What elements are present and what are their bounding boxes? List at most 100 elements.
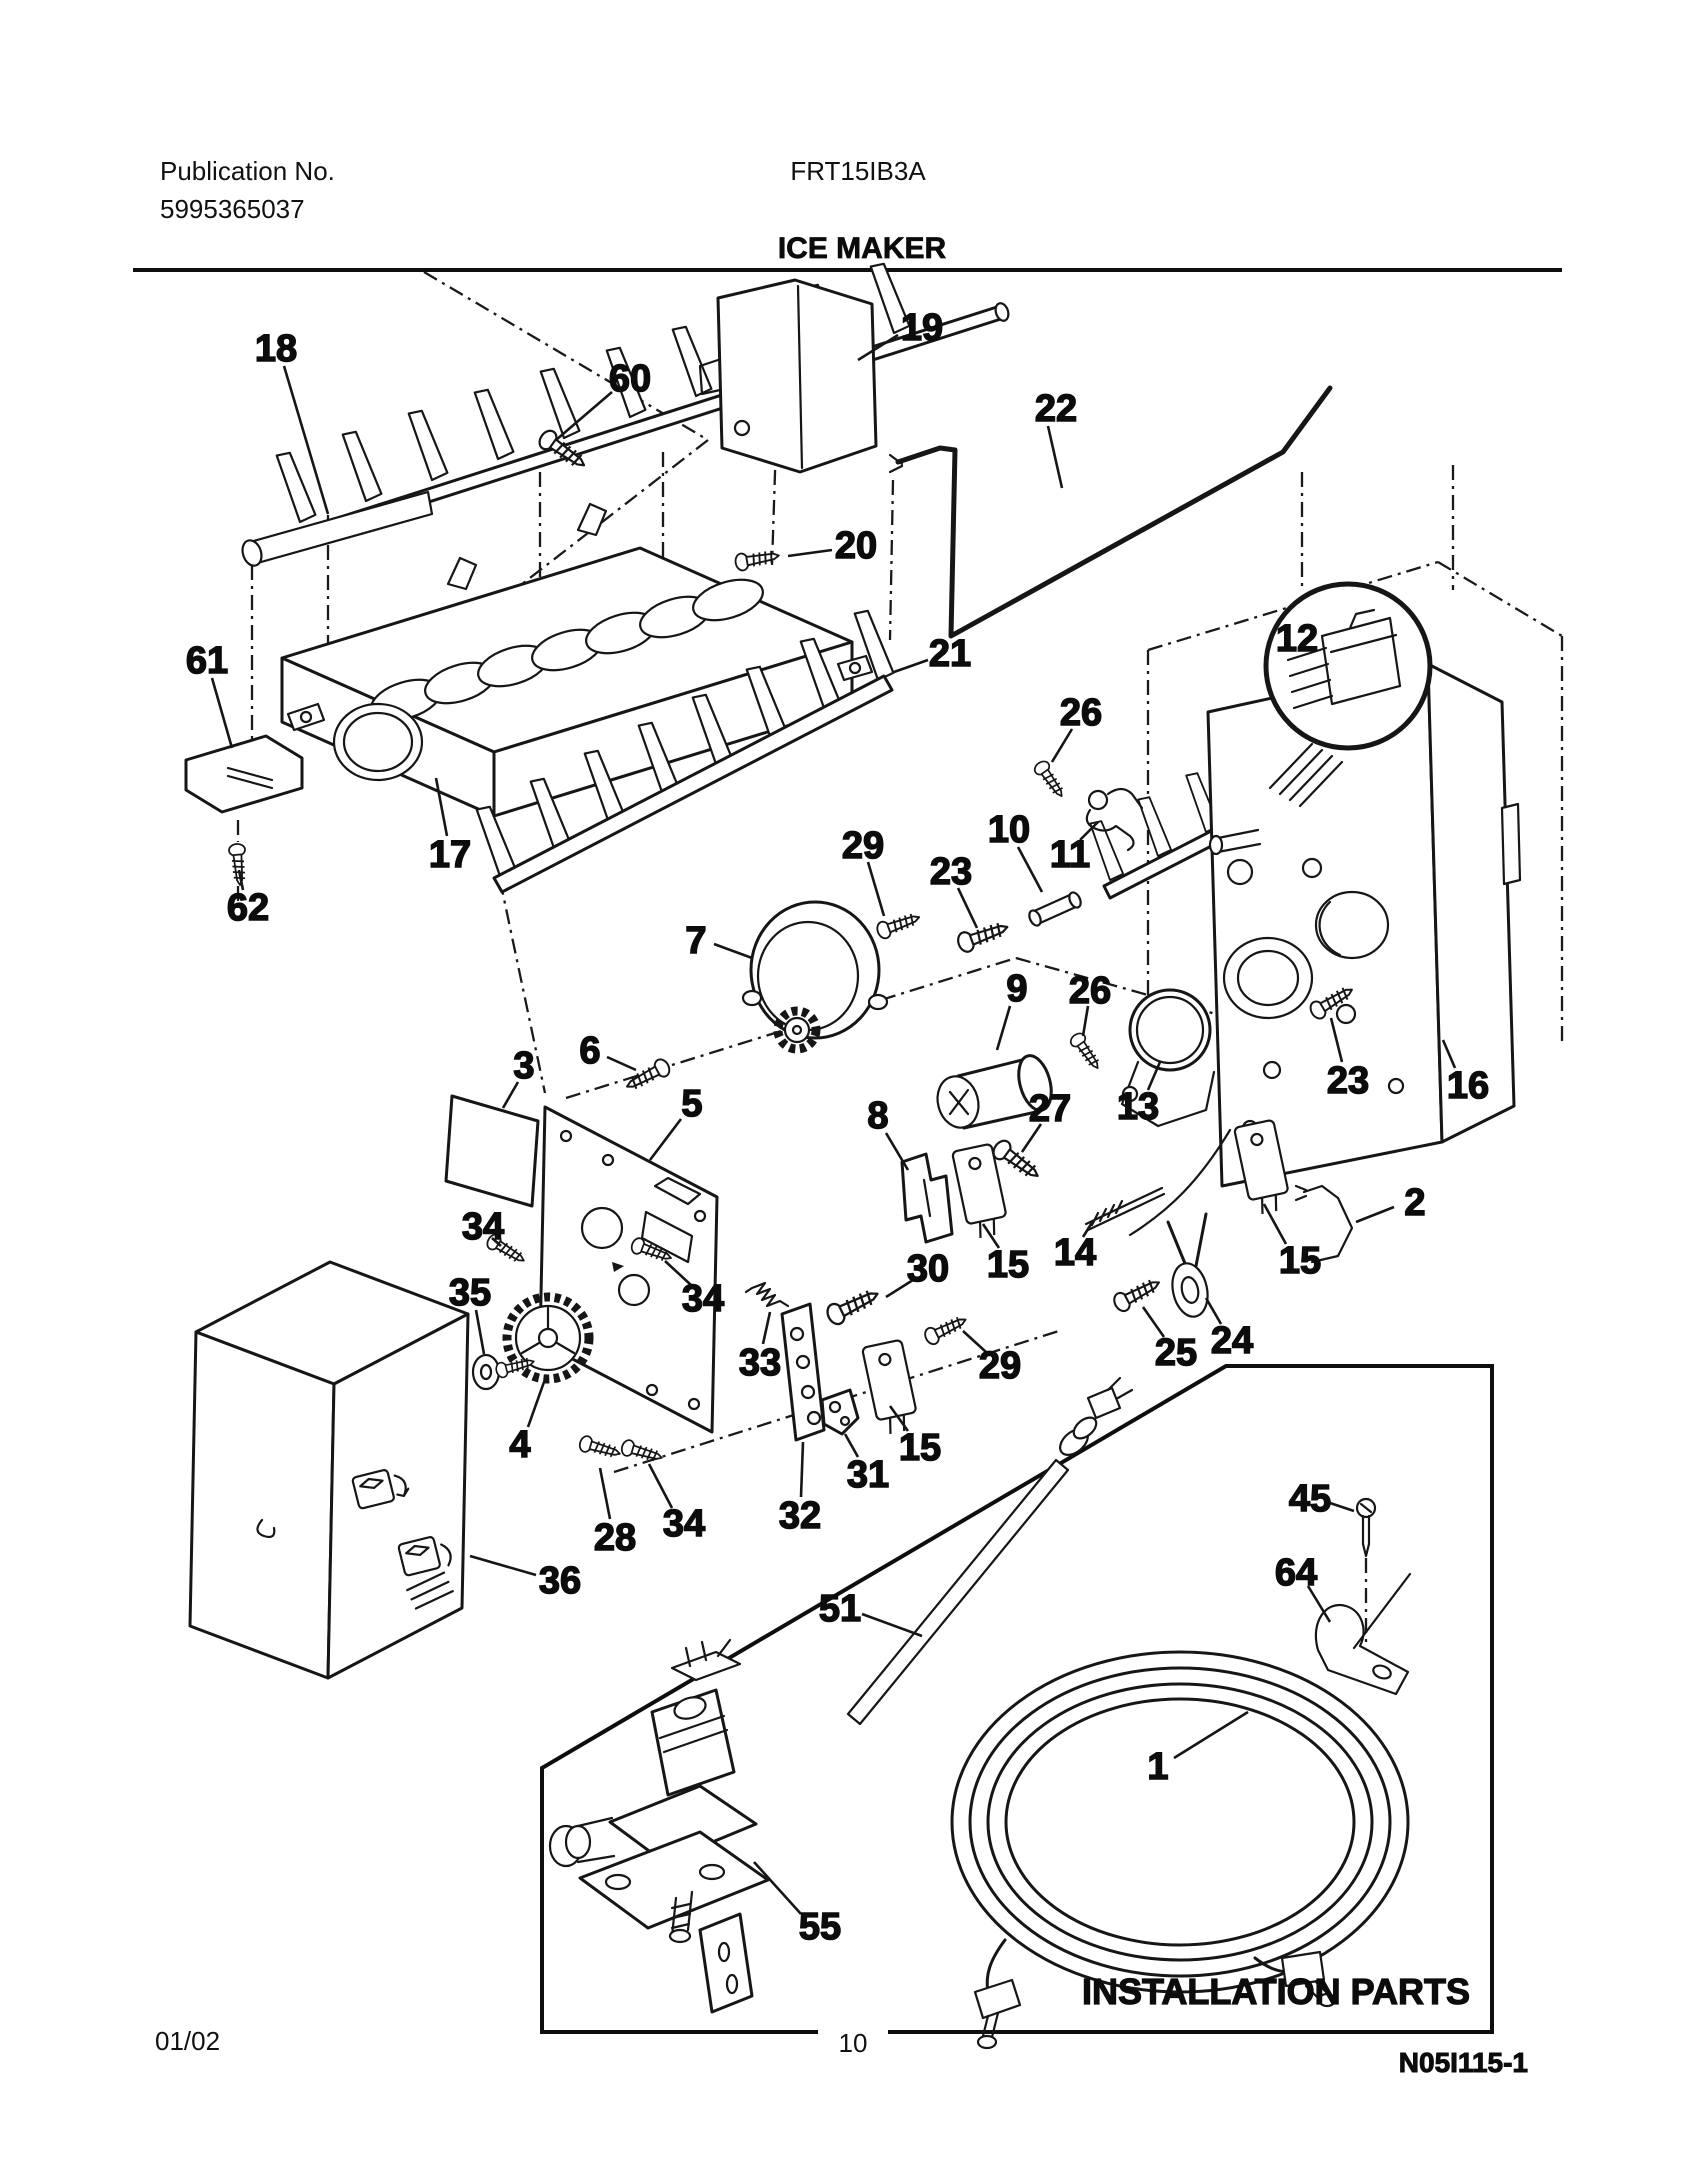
callout-19: 19 bbox=[901, 307, 943, 349]
callout-leader-24 bbox=[1204, 1297, 1223, 1325]
callout-leader-13 bbox=[1146, 1061, 1162, 1091]
part-9-solenoid bbox=[936, 1054, 1053, 1130]
callout-2: 2 bbox=[1404, 1182, 1425, 1224]
part-30-screw bbox=[823, 1283, 884, 1329]
alignment-guides bbox=[236, 271, 1564, 1645]
callout-62: 62 bbox=[227, 887, 269, 929]
part-28-screw bbox=[577, 1433, 623, 1463]
callout-leader-45 bbox=[1329, 1501, 1355, 1513]
callout-leader-35 bbox=[474, 1309, 486, 1355]
callout-leader-lines bbox=[210, 333, 1457, 1915]
callout-23: 23 bbox=[1327, 1060, 1369, 1102]
callout-leader-36 bbox=[469, 1554, 537, 1577]
callout-1: 1 bbox=[1147, 1746, 1168, 1788]
callout-leader-30 bbox=[885, 1278, 914, 1299]
callout-7: 7 bbox=[685, 920, 706, 962]
callout-25: 25 bbox=[1155, 1332, 1197, 1374]
part-33-spring bbox=[744, 1281, 790, 1308]
part-26-screw bbox=[1031, 757, 1069, 802]
callout-leader-15 bbox=[981, 1223, 1001, 1249]
callout-leader-32 bbox=[799, 1441, 805, 1498]
part-61-bracket bbox=[184, 734, 304, 814]
model-number: FRT15IB3A bbox=[790, 156, 926, 186]
callout-29: 29 bbox=[842, 825, 884, 867]
section-title: ICE MAKER bbox=[778, 232, 947, 265]
callout-26: 26 bbox=[1069, 970, 1111, 1012]
date-code: 01/02 bbox=[155, 2026, 220, 2056]
callout-20: 20 bbox=[835, 525, 877, 567]
part-14-shaft bbox=[1084, 1186, 1166, 1232]
callout-55: 55 bbox=[799, 1906, 841, 1948]
part-51-fill-tube bbox=[846, 1376, 1134, 1726]
callout-15: 15 bbox=[899, 1427, 941, 1469]
part-6-screw bbox=[621, 1055, 674, 1096]
callout-leader-5 bbox=[648, 1118, 683, 1161]
part-5-mounting-plate bbox=[538, 1105, 719, 1434]
drawing-number: N05I115-1 bbox=[1399, 2047, 1528, 2078]
part-36-front-cover bbox=[188, 1260, 470, 1680]
part-4-drive-gear bbox=[502, 1292, 594, 1384]
callout-45: 45 bbox=[1289, 1478, 1331, 1520]
callout-leader-26 bbox=[1050, 728, 1074, 763]
callout-leader-19 bbox=[857, 333, 899, 362]
callout-leader-8 bbox=[884, 1132, 910, 1171]
callout-leader-15 bbox=[888, 1405, 910, 1432]
part-64-clamp bbox=[1314, 1572, 1412, 1696]
part-25-screw bbox=[1110, 1272, 1165, 1315]
part-12-connector bbox=[1286, 608, 1402, 710]
part-1-tubing-coil bbox=[950, 1650, 1410, 2050]
callout-leader-9 bbox=[995, 1005, 1012, 1051]
callout-leader-22 bbox=[1046, 425, 1064, 489]
callout-leader-29 bbox=[962, 1330, 987, 1353]
callout-leader-17 bbox=[434, 777, 449, 837]
part-13-thermostat bbox=[1120, 988, 1216, 1128]
callout-leader-31 bbox=[843, 1433, 860, 1458]
part-7-motor bbox=[741, 900, 889, 1054]
callout-6: 6 bbox=[579, 1030, 600, 1072]
page-number: 10 bbox=[839, 2028, 868, 2058]
callout-34: 34 bbox=[663, 1503, 705, 1545]
callout-leader-61 bbox=[210, 677, 234, 749]
part-31-cam bbox=[820, 1388, 860, 1436]
ice-cube-icon bbox=[351, 1469, 410, 1510]
callout-3: 3 bbox=[513, 1045, 534, 1087]
part-11-wire-clip bbox=[1085, 787, 1144, 852]
callout-23: 23 bbox=[930, 851, 972, 893]
callout-16: 16 bbox=[1447, 1065, 1489, 1107]
callout-61: 61 bbox=[186, 640, 228, 682]
callout-leader-34 bbox=[491, 1237, 502, 1247]
part-55-water-valve bbox=[548, 1638, 770, 2014]
callout-64: 64 bbox=[1275, 1552, 1317, 1594]
callout-leader-64 bbox=[1306, 1585, 1332, 1623]
callout-leader-51 bbox=[861, 1612, 923, 1638]
callout-4: 4 bbox=[509, 1424, 530, 1466]
callout-24: 24 bbox=[1211, 1320, 1253, 1362]
part-18-harvest-rake bbox=[241, 260, 1010, 567]
installation-parts-label: INSTALLATION PARTS bbox=[1082, 1971, 1470, 2012]
publication-number: 5995365037 bbox=[160, 194, 305, 224]
callout-21: 21 bbox=[929, 633, 971, 675]
part-45-screw bbox=[1355, 1497, 1377, 1558]
part-16-module-housing bbox=[1128, 662, 1522, 1237]
callout-22: 22 bbox=[1035, 388, 1077, 430]
callout-leader-27 bbox=[1020, 1123, 1043, 1153]
part-3-label bbox=[444, 1094, 540, 1208]
part-34-screw bbox=[619, 1437, 665, 1467]
part-24-lever bbox=[1166, 1212, 1209, 1318]
callout-11: 11 bbox=[1050, 834, 1090, 876]
callout-34: 34 bbox=[462, 1206, 504, 1248]
callout-leader-28 bbox=[598, 1467, 612, 1520]
callout-leader-16 bbox=[1441, 1039, 1457, 1069]
callout-32: 32 bbox=[779, 1495, 821, 1537]
callout-18: 18 bbox=[255, 328, 297, 370]
callout-leader-2 bbox=[1355, 1205, 1395, 1224]
callout-51: 51 bbox=[819, 1588, 861, 1630]
callout-leader-20 bbox=[787, 548, 833, 558]
callout-leader-4 bbox=[526, 1381, 546, 1428]
callout-leader-1 bbox=[1173, 1710, 1249, 1760]
part-35-washer bbox=[471, 1353, 501, 1391]
callout-leader-3 bbox=[501, 1081, 520, 1109]
callout-12: 12 bbox=[1276, 618, 1318, 660]
callout-leader-6 bbox=[606, 1055, 637, 1072]
